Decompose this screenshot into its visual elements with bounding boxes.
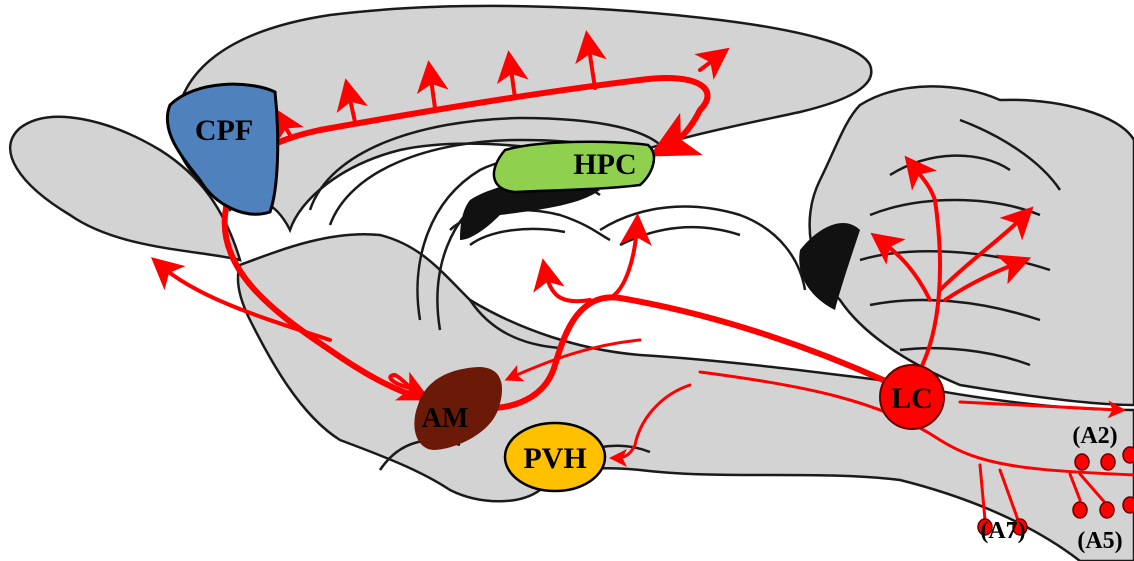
cell-node (1073, 502, 1087, 518)
region-hpc: HPC (494, 142, 654, 192)
lc-label: LC (891, 382, 933, 415)
cerebellum (810, 86, 1134, 405)
cell-node (1101, 454, 1115, 470)
cell-group-a7: (A7) (978, 518, 1027, 544)
cell-node (1075, 454, 1089, 470)
a5-label: (A5) (1077, 528, 1122, 554)
cpf-label: CPF (195, 114, 253, 147)
cell-node (1100, 502, 1114, 518)
am-label: AM (422, 403, 469, 434)
a2-label: (A2) (1072, 423, 1117, 449)
cell-node (1123, 447, 1134, 463)
region-lc: LC (880, 365, 944, 429)
pvh-label: PVH (523, 442, 586, 475)
hpc-label: HPC (573, 148, 636, 181)
cell-node (1123, 497, 1134, 513)
region-pvh: PVH (505, 423, 605, 491)
a7-label: (A7) (980, 518, 1025, 544)
